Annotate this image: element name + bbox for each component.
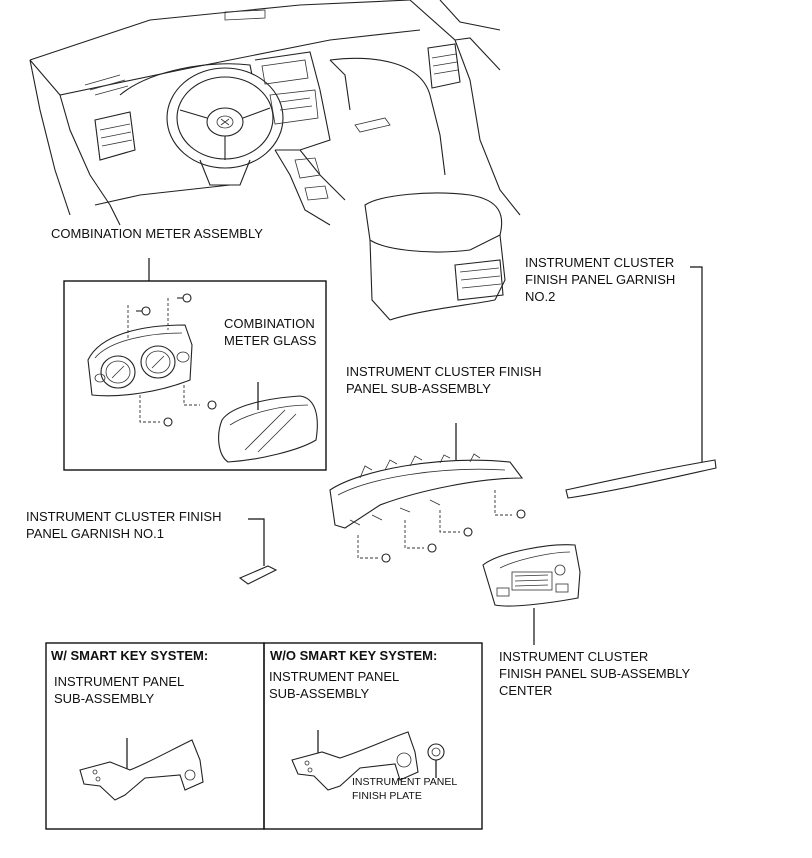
header-with-smart-key: W/ SMART KEY SYSTEM:	[51, 648, 209, 663]
label-center-panel: INSTRUMENT CLUSTER FINISH PANEL SUB-ASSE…	[499, 648, 690, 699]
label-line: COMBINATION	[224, 316, 315, 331]
label-line: INSTRUMENT PANEL	[54, 674, 185, 689]
label-line: INSTRUMENT CLUSTER	[525, 255, 675, 270]
header-without-smart-key: W/O SMART KEY SYSTEM:	[270, 648, 438, 663]
label-line: SUB-ASSEMBLY	[54, 691, 155, 706]
label-combination-meter-assembly: COMBINATION METER ASSEMBLY	[51, 226, 263, 241]
screw-icon	[357, 535, 391, 563]
screw-icon	[439, 510, 473, 537]
label-line: INSTRUMENT CLUSTER FINISH	[346, 364, 542, 379]
label-line: FINISH PLATE	[352, 790, 422, 802]
center-panel-part	[482, 544, 581, 645]
screw-icon	[404, 520, 437, 553]
combination-meter-box	[63, 258, 327, 471]
label-line: INSTRUMENT CLUSTER FINISH	[26, 509, 222, 524]
screw-icon	[494, 490, 526, 519]
instrument-panel-part-no-smart	[291, 730, 445, 791]
screw-icon	[167, 293, 192, 330]
finish-panel-assembly	[329, 423, 526, 563]
label-line: CENTER	[499, 683, 553, 698]
label-garnish-no1: INSTRUMENT CLUSTER FINISH PANEL GARNISH …	[26, 508, 222, 542]
label-line: SUB-ASSEMBLY	[269, 686, 370, 701]
without-smart-key-box	[263, 642, 483, 830]
label-finish-plate: INSTRUMENT PANEL FINISH PLATE	[352, 775, 457, 803]
screw-icon	[139, 395, 173, 427]
garnish-no1-part	[238, 518, 278, 585]
label-line: METER GLASS	[224, 333, 317, 348]
label-combination-meter-glass: COMBINATION METER GLASS	[224, 315, 316, 349]
label-instrument-panel-no-smart: INSTRUMENT PANEL SUB-ASSEMBLY	[269, 668, 399, 702]
screw-icon	[127, 305, 151, 340]
instrument-panel-part-smart	[79, 738, 204, 801]
with-smart-key-box	[45, 642, 265, 830]
label-line: INSTRUMENT PANEL	[269, 669, 400, 684]
label-line: PANEL GARNISH NO.1	[26, 526, 164, 541]
screw-icon	[183, 385, 217, 410]
garnish-no2-part	[565, 266, 717, 499]
label-line: FINISH PANEL SUB-ASSEMBLY	[499, 666, 691, 681]
label-finish-panel-sub-assembly: INSTRUMENT CLUSTER FINISH PANEL SUB-ASSE…	[346, 363, 542, 397]
label-line: NO.2	[525, 289, 556, 304]
dashboard-illustration	[29, 0, 521, 321]
label-line: FINISH PANEL GARNISH	[525, 272, 676, 287]
label-garnish-no2: INSTRUMENT CLUSTER FINISH PANEL GARNISH …	[525, 254, 675, 305]
label-line: INSTRUMENT PANEL	[352, 776, 458, 788]
label-line: PANEL SUB-ASSEMBLY	[346, 381, 491, 396]
label-line: INSTRUMENT CLUSTER	[499, 649, 649, 664]
label-instrument-panel-smart: INSTRUMENT PANEL SUB-ASSEMBLY	[54, 673, 184, 707]
